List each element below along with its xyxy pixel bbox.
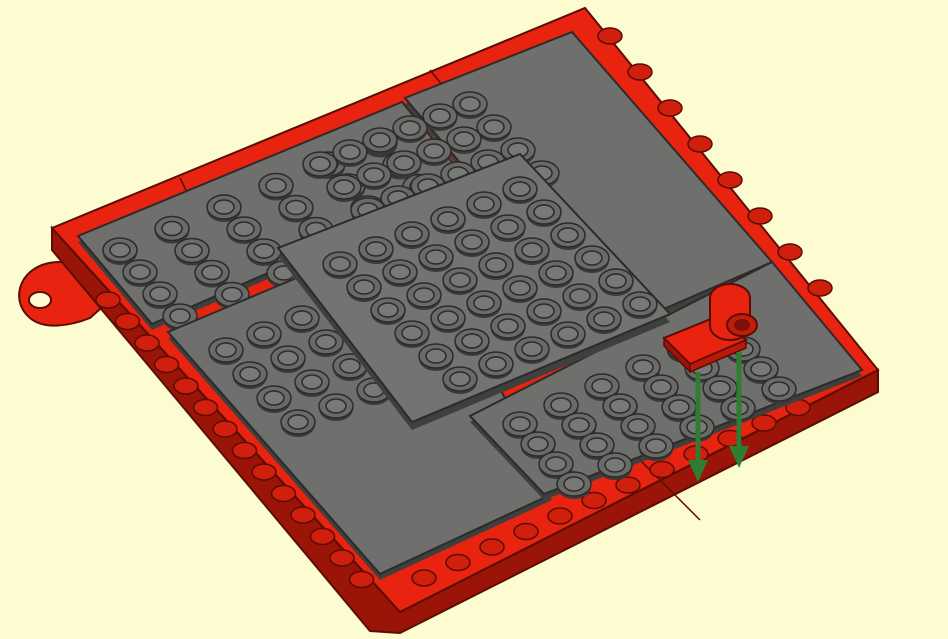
- red-stud: [155, 357, 179, 373]
- stud: [503, 177, 537, 204]
- stud: [247, 322, 281, 349]
- stud: [309, 330, 343, 357]
- stud: [281, 410, 315, 437]
- red-stud: [96, 292, 120, 308]
- red-stud: [350, 572, 374, 588]
- stud: [443, 268, 477, 295]
- red-stud: [291, 507, 315, 523]
- red-stud: [446, 555, 470, 571]
- stud: [639, 434, 673, 461]
- keyring-hole: [29, 292, 51, 308]
- stud: [333, 140, 367, 167]
- red-stud: [272, 486, 296, 502]
- stud: [598, 453, 632, 480]
- stud: [363, 128, 397, 155]
- stud: [383, 260, 417, 287]
- stud: [575, 246, 609, 273]
- red-stud: [718, 172, 742, 188]
- red-stud: [480, 539, 504, 555]
- stud: [467, 291, 501, 318]
- stud: [417, 139, 451, 166]
- stud: [357, 163, 391, 190]
- stud: [527, 299, 561, 326]
- stud: [371, 298, 405, 325]
- red-stud: [233, 443, 257, 459]
- stud: [327, 175, 361, 202]
- stud: [387, 151, 421, 178]
- stud: [453, 92, 487, 119]
- stud: [209, 338, 243, 365]
- stud: [455, 230, 489, 257]
- red-stud: [174, 378, 198, 394]
- red-stud: [116, 314, 140, 330]
- stud: [503, 276, 537, 303]
- red-stud: [194, 400, 218, 416]
- red-stud: [778, 244, 802, 260]
- stud: [423, 104, 457, 131]
- stud: [479, 253, 513, 280]
- stud: [455, 329, 489, 356]
- stud: [539, 261, 573, 288]
- stud: [551, 223, 585, 250]
- stud: [271, 346, 305, 373]
- stud: [407, 283, 441, 310]
- stud: [491, 314, 525, 341]
- red-stud: [598, 28, 622, 44]
- red-stud: [748, 208, 772, 224]
- stud: [563, 284, 597, 311]
- stud: [395, 321, 429, 348]
- stud: [257, 386, 291, 413]
- red-stud: [252, 464, 276, 480]
- red-stud: [548, 508, 572, 524]
- red-stud: [658, 100, 682, 116]
- stud: [515, 337, 549, 364]
- stud: [527, 200, 561, 227]
- stud: [431, 207, 465, 234]
- red-stud: [213, 421, 237, 437]
- stud: [393, 116, 427, 143]
- stud: [359, 237, 393, 264]
- stud: [467, 192, 501, 219]
- red-stud: [330, 550, 354, 566]
- stud: [447, 127, 481, 154]
- stud: [395, 222, 429, 249]
- stud: [479, 352, 513, 379]
- stud: [515, 238, 549, 265]
- stud: [431, 306, 465, 333]
- stud: [233, 362, 267, 389]
- stud: [323, 252, 357, 279]
- stud: [557, 472, 591, 499]
- red-stud: [135, 335, 159, 351]
- stud: [347, 275, 381, 302]
- stud: [762, 377, 796, 404]
- stud: [477, 115, 511, 142]
- red-stud: [688, 136, 712, 152]
- stud: [295, 370, 329, 397]
- stud: [587, 307, 621, 334]
- red-stud: [412, 570, 436, 586]
- red-stud: [628, 64, 652, 80]
- stud: [419, 245, 453, 272]
- red-stud: [650, 462, 674, 478]
- stud: [319, 394, 353, 421]
- stud: [419, 344, 453, 371]
- stud: [285, 306, 319, 333]
- stud: [443, 367, 477, 394]
- stud: [599, 269, 633, 296]
- red-stud: [311, 529, 335, 545]
- red-stud: [514, 524, 538, 540]
- stud: [491, 215, 525, 242]
- red-stud: [808, 280, 832, 296]
- stud: [623, 292, 657, 319]
- stud: [303, 152, 337, 179]
- stud: [551, 322, 585, 349]
